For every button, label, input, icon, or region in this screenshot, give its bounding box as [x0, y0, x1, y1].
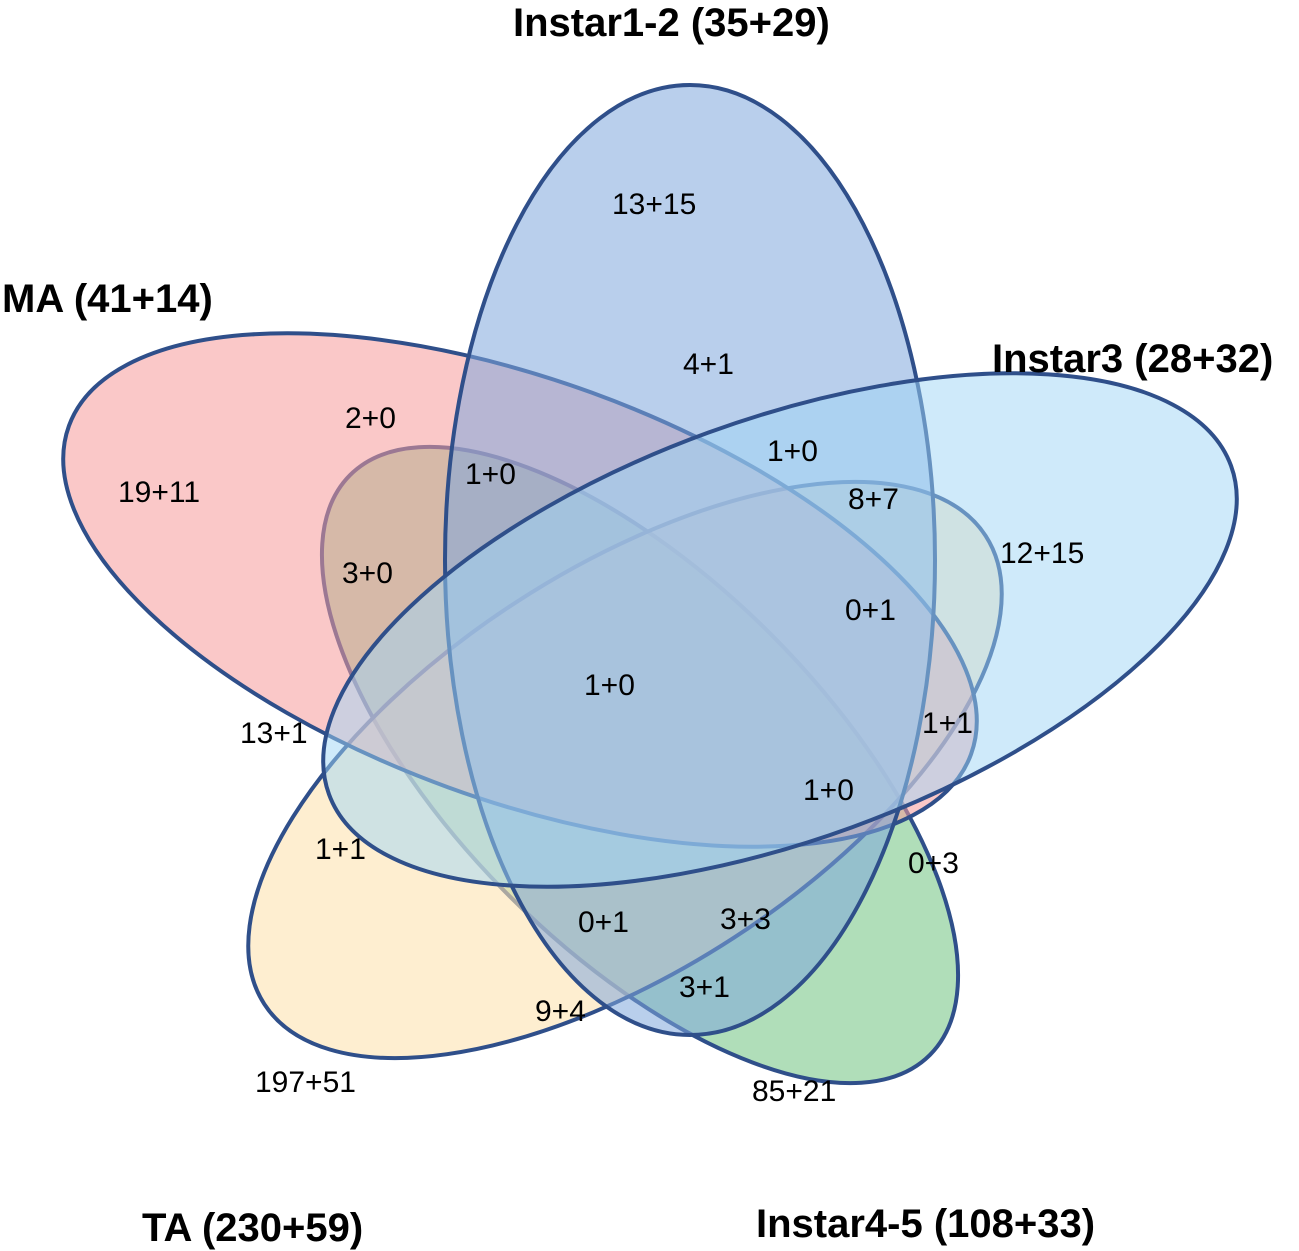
- region-labels: 13+15 4+1 1+0 8+7 12+15 2+0 19+11 1+0 3+…: [118, 188, 1084, 1108]
- region-label: 13+15: [612, 188, 696, 221]
- region-label: 8+7: [848, 483, 899, 516]
- region-label: 19+11: [118, 476, 200, 509]
- region-label: 3+1: [679, 971, 730, 1004]
- region-label: 3+0: [342, 557, 393, 590]
- region-label: 2+0: [345, 402, 396, 435]
- region-label: 197+51: [255, 1066, 356, 1099]
- region-label: 1+0: [767, 435, 818, 468]
- region-label: 0+1: [845, 594, 896, 627]
- region-label: 1+0: [803, 774, 854, 807]
- set-ellipses: [61, 83, 1239, 1086]
- set-label-ta: TA (230+59): [142, 1206, 363, 1250]
- region-label: 12+15: [1000, 537, 1084, 570]
- region-label: 1+1: [315, 833, 366, 866]
- set-label-instar1-2: Instar1-2 (35+29): [513, 1, 830, 45]
- region-label: 1+0: [584, 669, 635, 702]
- region-label: 0+3: [908, 847, 959, 880]
- region-label: 13+1: [240, 717, 308, 750]
- set-label-instar3: Instar3 (28+32): [992, 337, 1273, 381]
- region-label: 1+1: [922, 707, 973, 740]
- region-label: 9+4: [535, 995, 586, 1028]
- set-label-ma: MA (41+14): [2, 277, 213, 321]
- region-label: 1+0: [465, 458, 516, 491]
- ellipse-instar3: [321, 371, 1239, 889]
- region-label: 3+3: [720, 903, 771, 936]
- region-label: 85+21: [752, 1075, 836, 1108]
- set-labels: Instar1-2 (35+29) Instar3 (28+32) Instar…: [2, 1, 1273, 1250]
- region-label: 4+1: [683, 348, 734, 381]
- set-label-instar4-5: Instar4-5 (108+33): [756, 1202, 1095, 1246]
- region-label: 0+1: [578, 906, 629, 939]
